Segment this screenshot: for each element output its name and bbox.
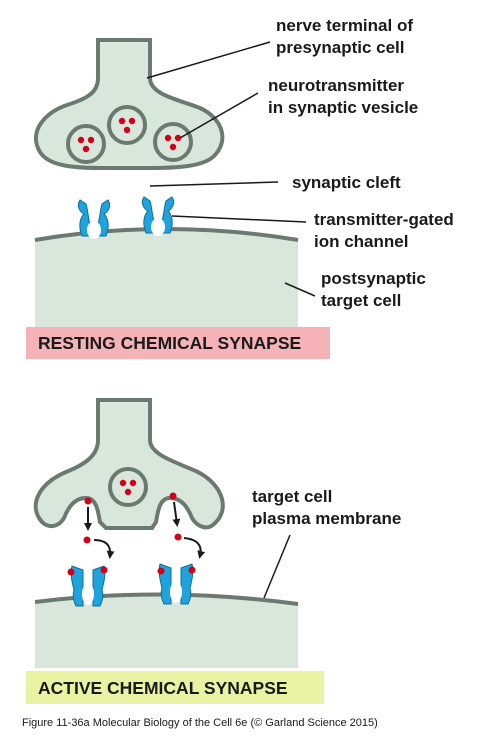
resting-banner [26, 327, 330, 359]
neurotransmitter [84, 497, 92, 505]
presynaptic-terminal [33, 38, 225, 170]
resting-synapse: nerve terminal of presynaptic cell neuro… [26, 16, 454, 359]
synaptic-vesicle [107, 105, 147, 145]
leader-line [179, 92, 259, 139]
active-banner [26, 671, 324, 704]
label-neurotransmitter: in synaptic vesicle [268, 98, 418, 117]
label-nerve-terminal: presynaptic cell [276, 38, 405, 57]
arrow-curved [93, 539, 115, 559]
synaptic-vesicle [153, 122, 193, 162]
neurotransmitter [169, 492, 177, 500]
ion-channel-open [70, 565, 106, 607]
leader-line [149, 181, 279, 187]
ion-channel-closed [77, 199, 111, 240]
label-synaptic-cleft: synaptic cleft [292, 173, 401, 192]
arrow-down [172, 501, 181, 527]
label-postsynaptic: postsynaptic [321, 269, 426, 288]
ion-channel-closed [141, 196, 175, 237]
label-nerve-terminal: nerve terminal of [276, 16, 413, 35]
postsynaptic-cell [35, 229, 298, 330]
synaptic-vesicle [108, 467, 148, 507]
leader-line [146, 41, 271, 79]
figure-caption: Figure 11-36a Molecular Biology of the C… [22, 717, 378, 729]
bound-neurotransmitter [157, 567, 165, 575]
neurotransmitter [83, 536, 91, 544]
postsynaptic-cell [35, 594, 298, 668]
active-banner-text: ACTIVE CHEMICAL SYNAPSE [38, 678, 288, 698]
active-synapse: target cell plasma membrane ACTIVE CHEMI… [26, 398, 401, 704]
neurotransmitter [174, 533, 182, 541]
bound-neurotransmitter [188, 566, 196, 574]
leader-line [284, 282, 316, 297]
bound-neurotransmitter [100, 566, 108, 574]
label-postsynaptic: target cell [321, 291, 401, 310]
label-ion-channel: ion channel [314, 232, 408, 251]
label-ion-channel: transmitter-gated [314, 210, 454, 229]
presynaptic-terminal [33, 398, 225, 530]
leader-line [171, 215, 307, 223]
label-neurotransmitter: neurotransmitter [268, 76, 404, 95]
synaptic-vesicle [66, 124, 106, 164]
leader-line [263, 534, 291, 599]
label-target-membrane: plasma membrane [252, 509, 401, 528]
resting-banner-text: RESTING CHEMICAL SYNAPSE [38, 333, 301, 353]
arrow-curved [183, 537, 206, 559]
label-target-membrane: target cell [252, 487, 332, 506]
bound-neurotransmitter [67, 568, 75, 576]
